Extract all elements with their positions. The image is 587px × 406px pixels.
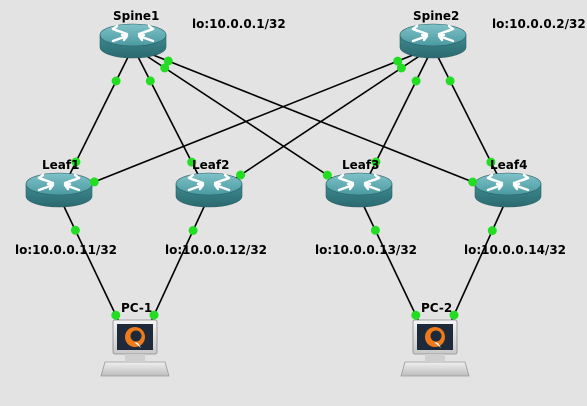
port-indicator-pc2 xyxy=(449,310,459,320)
spine1-label: Spine1 xyxy=(113,9,159,23)
leaf2-label: Leaf2 xyxy=(192,158,229,172)
link-spine2-leaf2[interactable] xyxy=(208,46,434,197)
link-spine1-leaf2[interactable] xyxy=(132,46,210,197)
spine2-loopback: lo:10.0.0.2/32 xyxy=(492,17,586,31)
pc1-label: PC-1 xyxy=(121,301,152,315)
port-indicator-spine1 xyxy=(160,63,170,73)
port-indicator-spine1 xyxy=(111,76,121,86)
port-indicator-pc1 xyxy=(149,310,159,320)
port-indicator-leaf3 xyxy=(370,225,380,235)
link-leaf4-pc2[interactable] xyxy=(448,195,509,327)
spine1-loopback: lo:10.0.0.1/32 xyxy=(192,17,286,31)
leaf4-label: Leaf4 xyxy=(490,158,527,172)
pc2-label: PC-2 xyxy=(421,301,452,315)
port-indicator-leaf1 xyxy=(70,225,80,235)
spine2-label: Spine2 xyxy=(413,9,459,23)
leaf1-router-icon[interactable] xyxy=(25,172,93,208)
port-indicator-leaf1 xyxy=(89,177,99,187)
link-leaf2-pc1[interactable] xyxy=(148,195,210,327)
pc1-pc-icon[interactable] xyxy=(100,319,170,377)
spine1-router-icon[interactable] xyxy=(99,23,167,59)
port-indicator-spine2 xyxy=(445,76,455,86)
port-indicator-spine2 xyxy=(411,76,421,86)
port-indicator-leaf4 xyxy=(487,226,497,236)
leaf1-label: Leaf1 xyxy=(42,158,79,172)
port-indicator-pc2 xyxy=(411,310,421,320)
link-spine2-leaf4[interactable] xyxy=(432,46,509,197)
link-spine1-leaf1[interactable] xyxy=(58,46,134,197)
port-indicator-pc1 xyxy=(111,310,121,320)
leaf3-label: Leaf3 xyxy=(342,158,379,172)
leaf2-loopback: lo:10.0.0.12/32 xyxy=(165,243,267,257)
leaf3-loopback: lo:10.0.0.13/32 xyxy=(315,243,417,257)
port-indicator-spine2 xyxy=(396,63,406,73)
port-indicator-leaf1 xyxy=(71,157,81,167)
port-indicator-leaf2 xyxy=(187,157,197,167)
port-indicator-leaf4 xyxy=(468,177,478,187)
ports-layer xyxy=(70,56,497,320)
port-indicator-spine1 xyxy=(145,76,155,86)
pc2-pc-icon[interactable] xyxy=(400,319,470,377)
port-indicator-leaf3 xyxy=(371,157,381,167)
port-indicator-leaf3 xyxy=(322,170,332,180)
port-indicator-leaf4 xyxy=(486,157,496,167)
links-layer xyxy=(58,46,509,327)
spine2-router-icon[interactable] xyxy=(399,23,467,59)
link-spine2-leaf3[interactable] xyxy=(358,46,434,197)
port-indicator-spine1 xyxy=(163,56,173,66)
link-leaf3-pc2[interactable] xyxy=(358,195,422,327)
port-indicator-leaf2 xyxy=(236,170,246,180)
link-leaf1-pc1[interactable] xyxy=(58,195,122,327)
link-spine2-leaf1[interactable] xyxy=(58,46,434,197)
port-indicator-spine2 xyxy=(393,56,403,66)
leaf1-loopback: lo:10.0.0.11/32 xyxy=(15,243,117,257)
leaf3-router-icon[interactable] xyxy=(325,172,393,208)
leaf4-router-icon[interactable] xyxy=(474,172,542,208)
leaf2-router-icon[interactable] xyxy=(175,172,243,208)
port-indicator-leaf2 xyxy=(188,226,198,235)
nodes-layer xyxy=(25,23,542,377)
leaf4-loopback: lo:10.0.0.14/32 xyxy=(464,243,566,257)
